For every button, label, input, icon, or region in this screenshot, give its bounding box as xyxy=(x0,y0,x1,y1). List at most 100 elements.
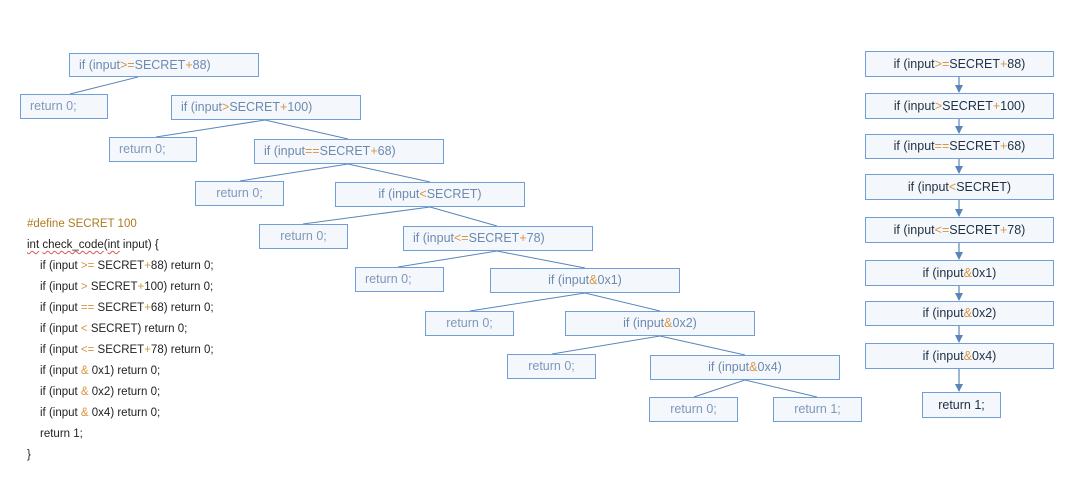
node-text: SECRET xyxy=(949,222,1000,237)
tree-node-return-1: return 1; xyxy=(773,397,862,422)
chain-node-if-le-secret-78: if (input <= SECRET+78) xyxy=(865,217,1054,243)
node-operator: + xyxy=(185,57,193,72)
node-text: 0x4) xyxy=(972,348,997,363)
tree-edge xyxy=(69,76,139,95)
code-token: int xyxy=(107,239,120,251)
node-operator: & xyxy=(963,265,972,280)
node-operator: + xyxy=(992,98,1001,113)
tree-edge xyxy=(264,119,349,140)
code-operator: & xyxy=(80,386,89,398)
node-operator: < xyxy=(948,179,957,194)
tree-edge xyxy=(155,119,266,138)
node-operator: >= xyxy=(934,56,950,71)
node-text: if (input xyxy=(623,316,665,331)
node-text: return 0; xyxy=(30,99,77,114)
tree-edge xyxy=(551,335,661,355)
node-text: 88) xyxy=(1007,56,1026,71)
chain-node-if-gt-secret-100: if (input > SECRET+100) xyxy=(865,93,1054,119)
tree-edge xyxy=(693,379,746,398)
node-operator: + xyxy=(370,144,378,159)
node-text: if (input xyxy=(893,56,935,71)
code-token: SECRET xyxy=(87,281,138,293)
tree-edge xyxy=(584,292,661,312)
node-text: if (input xyxy=(922,348,964,363)
code-operator: <= xyxy=(80,344,95,356)
node-operator: <= xyxy=(934,222,950,237)
code-token: 0x4) return 0; xyxy=(88,407,161,419)
code-operator: + xyxy=(144,302,151,314)
code-token: SECRET xyxy=(94,302,145,314)
tree-node-if-gt-secret-100: if (input > SECRET+100) xyxy=(171,95,361,120)
node-text: SECRET xyxy=(949,139,1000,154)
node-text: return 0; xyxy=(280,229,327,244)
code-token: 68) return 0; xyxy=(150,302,214,314)
chain-node-if-lt-secret: if (input < SECRET) xyxy=(865,174,1054,200)
code-token: if (input xyxy=(40,281,81,293)
node-operator: + xyxy=(999,222,1008,237)
code-line: if (input <= SECRET+78) return 0; xyxy=(27,340,214,361)
node-text: if (input xyxy=(893,222,935,237)
function-name: check_code xyxy=(42,239,104,251)
node-text: if (input xyxy=(181,100,222,115)
node-text: 100) xyxy=(287,100,313,115)
tree-node-return-0: return 0; xyxy=(259,224,348,249)
tree-edge xyxy=(347,163,431,183)
node-text: 78) xyxy=(526,231,545,246)
define-line: #define SECRET 100 xyxy=(27,218,137,230)
chain-node-if-ge-secret-88: if (input >= SECRET+88) xyxy=(865,51,1054,77)
code-token: input) { xyxy=(119,239,159,251)
tree-node-if-le-secret-78: if (input <= SECRET+78) xyxy=(403,226,593,251)
chain-node-return-1: return 1; xyxy=(922,392,1001,418)
tree-edge xyxy=(659,335,746,356)
tree-edge xyxy=(397,250,498,268)
node-text: if (input xyxy=(922,265,964,280)
node-text: return 0; xyxy=(528,359,575,374)
tree-edge xyxy=(302,206,431,225)
node-operator: == xyxy=(934,139,950,154)
code-operator: >= xyxy=(80,260,95,272)
node-text: return 0; xyxy=(446,316,493,331)
node-text: 88) xyxy=(192,57,211,72)
tree-edges xyxy=(69,76,818,398)
tree-node-return-0: return 0; xyxy=(109,137,197,162)
code-token: if (input xyxy=(40,386,81,398)
node-text: 0x1) xyxy=(972,265,997,280)
node-operator: & xyxy=(963,306,972,321)
node-text: SECRET xyxy=(942,98,993,113)
node-operator: <= xyxy=(454,231,469,246)
tree-edge xyxy=(429,206,498,227)
node-operator: < xyxy=(419,187,427,202)
node-text: if (input xyxy=(708,360,750,375)
code-operator: > xyxy=(80,281,88,293)
code-line: return 1; xyxy=(27,424,214,445)
node-operator: + xyxy=(999,139,1008,154)
node-operator: > xyxy=(222,100,230,115)
node-text: if (input xyxy=(922,306,964,321)
node-operator: + xyxy=(280,100,288,115)
tree-node-if-lt-secret: if (input < SECRET) xyxy=(335,182,525,207)
code-token: 100) return 0; xyxy=(144,281,214,293)
node-text: if (input xyxy=(378,187,420,202)
tree-edge xyxy=(744,379,818,398)
chain-node-if-and-0x2: if (input & 0x2) xyxy=(865,301,1054,326)
code-line: if (input & 0x1) return 0; xyxy=(27,361,214,382)
node-text: 78) xyxy=(1007,222,1026,237)
code-token: if (input xyxy=(40,407,81,419)
code-line: if (input & 0x4) return 0; xyxy=(27,403,214,424)
node-operator: & xyxy=(749,360,758,375)
tree-node-if-and-0x2: if (input & 0x2) xyxy=(565,311,755,336)
node-text: 100) xyxy=(1000,98,1026,113)
code-line: if (input >= SECRET+88) return 0; xyxy=(27,256,214,277)
node-text: return 1; xyxy=(938,397,985,412)
code-token: SECRET) return 0; xyxy=(87,323,188,335)
code-line: if (input < SECRET) return 0; xyxy=(27,319,214,340)
node-text: if (input xyxy=(893,98,935,113)
tree-node-return-0: return 0; xyxy=(195,181,284,206)
code-token: SECRET xyxy=(94,344,145,356)
code-line: if (input & 0x2) return 0; xyxy=(27,382,214,403)
tree-edge xyxy=(239,163,349,182)
tree-node-if-eq-secret-68: if (input == SECRET+68) xyxy=(254,139,444,164)
node-text: return 0; xyxy=(119,142,166,157)
node-operator: & xyxy=(963,348,972,363)
